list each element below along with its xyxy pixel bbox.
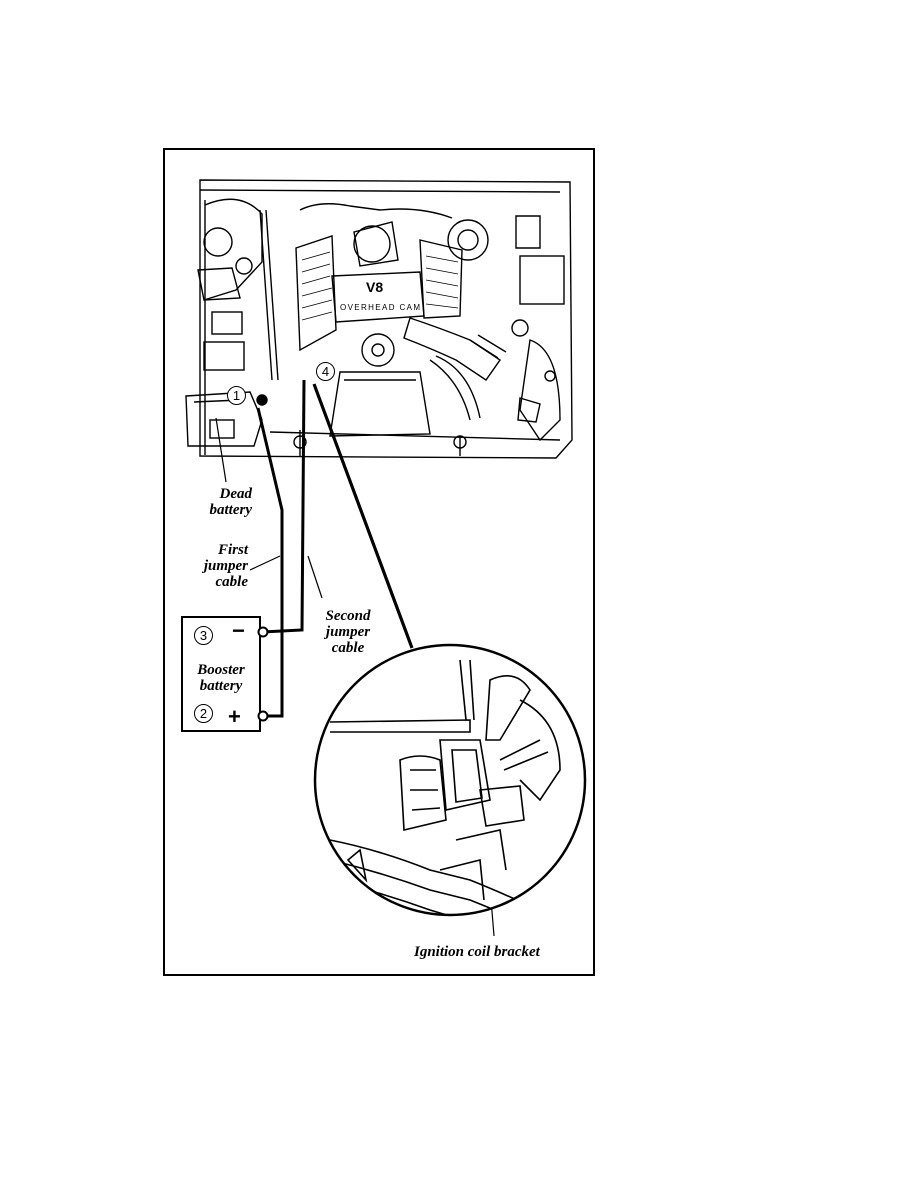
engine-badge-top: V8 (366, 279, 383, 295)
step-1-marker: 1 (227, 386, 246, 405)
first-jumper-cable-label: First jumper cable (203, 542, 248, 590)
engine-badge-bottom: OVERHEAD CAM (340, 303, 420, 312)
positive-symbol: + (228, 704, 241, 729)
negative-symbol: − (232, 618, 245, 643)
second-jumper-cable (261, 379, 306, 634)
ignition-coil-bracket-label: Ignition coil bracket (414, 944, 540, 960)
ignition-coil-detail (313, 643, 587, 917)
ignition-leader (312, 383, 414, 649)
positive-terminal (257, 710, 269, 722)
first-jumper-cable (256, 407, 284, 718)
step-3-marker: 3 (194, 626, 213, 645)
negative-terminal (257, 626, 269, 638)
step-2-marker: 2 (194, 704, 213, 723)
step-4-marker: 4 (316, 362, 335, 381)
booster-battery-label: Booster battery (197, 662, 245, 694)
second-jumper-cable-label: Second jumper cable (325, 608, 371, 656)
jumper-cables (256, 379, 306, 718)
dead-battery-label: Dead battery (209, 486, 253, 518)
engine-compartment (185, 179, 573, 459)
